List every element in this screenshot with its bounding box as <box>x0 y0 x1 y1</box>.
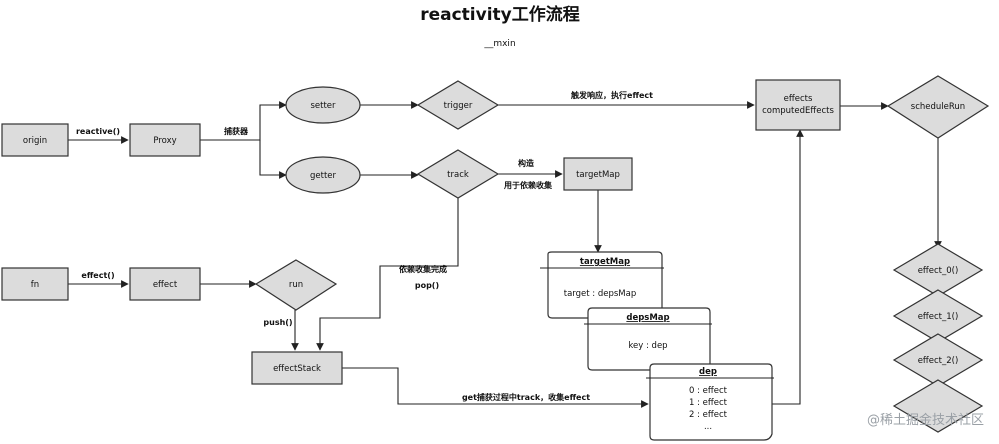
node-run: run <box>254 259 338 311</box>
node-effectstack-label: effectStack <box>273 364 321 374</box>
card-targetmap-line: target : depsMap <box>564 289 637 299</box>
node-setter: setter <box>285 86 361 124</box>
node-effect-1-label: effect_1() <box>918 312 959 322</box>
card-targetmap: targetMap target : depsMap <box>540 251 664 319</box>
node-fn-label: fn <box>31 280 39 290</box>
node-proxy: Proxy <box>129 123 201 157</box>
node-setter-label: setter <box>310 101 336 111</box>
node-effectstack: effectStack <box>251 351 343 385</box>
node-getter-label: getter <box>310 171 337 181</box>
edge-label-get-capture: get捕获过程中track，收集effect <box>462 392 590 402</box>
node-targetmap-label: targetMap <box>576 170 620 180</box>
edge-label-effect-call: effect() <box>81 271 114 280</box>
node-effect-2: effect_2() <box>892 333 984 387</box>
edge-label-construct: 构造 <box>518 158 534 168</box>
edge-label-capture: 捕获器 <box>224 126 249 136</box>
node-effects: effects computedEffects <box>755 79 841 131</box>
card-dep-line-0: 0 : effect <box>689 386 728 396</box>
edge-proxy-setter <box>200 101 287 141</box>
card-depsmap-title: depsMap <box>626 313 669 323</box>
edge-label-trigger-effect: 触发响应，执行effect <box>571 90 653 100</box>
node-effects-line1: effects <box>784 94 813 104</box>
card-dep: dep 0 : effect 1 : effect 2 : effect ... <box>646 363 774 441</box>
node-effect-label: effect <box>153 280 178 290</box>
node-proxy-label: Proxy <box>153 136 176 146</box>
node-trigger-label: trigger <box>444 101 473 111</box>
node-schedulerun-label: scheduleRun <box>911 102 965 112</box>
edge-proxy-getter <box>259 140 287 179</box>
connectors <box>68 101 942 408</box>
node-run-label: run <box>289 280 303 290</box>
node-origin-label: origin <box>23 136 47 146</box>
edge-label-reactive: reactive() <box>76 127 120 136</box>
node-track: track <box>416 149 500 199</box>
node-track-label: track <box>447 170 469 180</box>
edge-label-deps-done: 依赖收集完成 <box>399 264 447 274</box>
edge-label-pop: pop() <box>415 281 439 290</box>
node-effect-3 <box>892 379 984 433</box>
node-trigger: trigger <box>416 80 500 130</box>
node-fn: fn <box>1 267 69 301</box>
node-effect-2-label: effect_2() <box>918 356 959 366</box>
card-targetmap-title: targetMap <box>580 257 630 267</box>
node-effects-line2: computedEffects <box>762 106 834 116</box>
card-dep-title: dep <box>699 367 717 377</box>
card-depsmap-line: key : dep <box>628 341 667 351</box>
card-dep-line-2: 2 : effect <box>689 410 728 420</box>
node-origin: origin <box>1 123 69 157</box>
watermark: @稀土掘金技术社区 <box>867 412 984 428</box>
card-dep-line-3: ... <box>704 422 712 432</box>
node-targetmap: targetMap <box>563 157 633 191</box>
node-effect-0-label: effect_0() <box>918 266 959 276</box>
card-depsmap: depsMap key : dep <box>584 307 712 371</box>
edge-effectstack-dep <box>342 367 649 408</box>
diagram-title: reactivity工作流程 <box>420 4 580 25</box>
node-getter: getter <box>285 156 361 194</box>
node-schedulerun: scheduleRun <box>886 75 990 139</box>
card-dep-line-1: 1 : effect <box>689 398 728 408</box>
edge-label-push: push() <box>263 318 292 327</box>
node-effect-0: effect_0() <box>892 243 984 297</box>
author-label: __mxin <box>483 39 515 49</box>
edge-label-for-deps: 用于依赖收集 <box>503 180 553 190</box>
edge-dep-effects <box>770 129 804 405</box>
edge-track-effectstack <box>316 197 459 351</box>
node-effect: effect <box>129 267 201 301</box>
